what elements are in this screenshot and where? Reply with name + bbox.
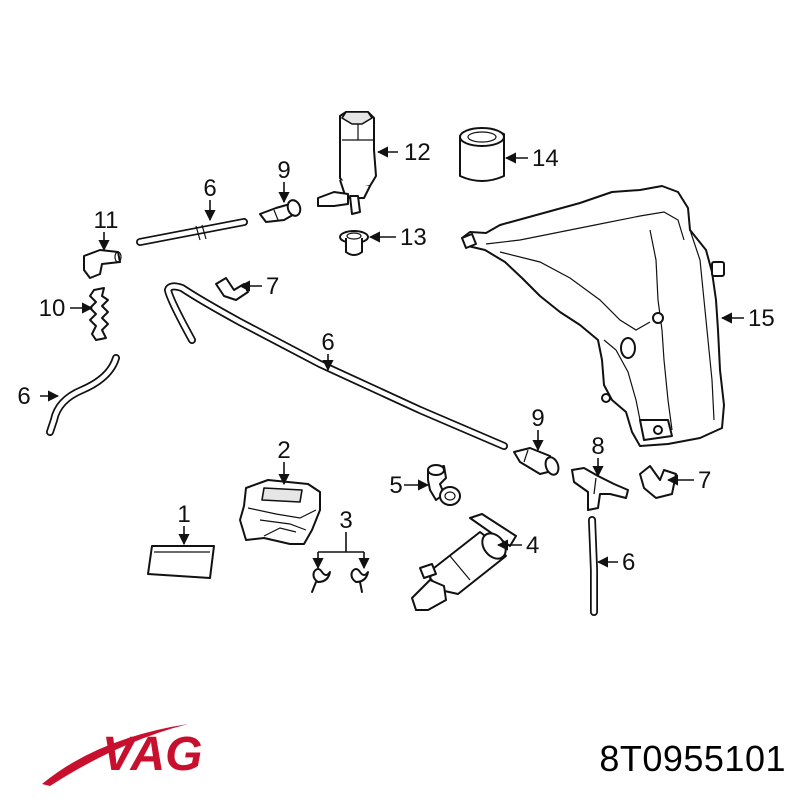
pump-sleeve-part-14 [459, 127, 505, 182]
callout-7-right: 7 [698, 467, 711, 494]
callout-6-top: 6 [203, 175, 216, 202]
callout-labels: 1 2 3 4 5 6 6 6 6 7 7 8 9 9 10 11 12 13 … [17, 139, 774, 576]
clip-part-7-right [639, 465, 677, 499]
hose-part-6-middle [164, 282, 508, 450]
callout-6-right: 6 [622, 549, 635, 576]
bracket-part-2 [239, 479, 321, 545]
callout-10: 10 [39, 295, 66, 322]
callout-9-top: 9 [277, 157, 290, 184]
t-connector-part-8 [571, 467, 629, 511]
springs-part-3 [311, 568, 369, 593]
hose-part-6-right [588, 516, 598, 616]
callout-5: 5 [389, 472, 402, 499]
logo-swoosh-icon [42, 724, 188, 786]
callout-11: 11 [94, 207, 119, 234]
callout-4: 4 [526, 532, 539, 559]
callout-6-left: 6 [17, 383, 30, 410]
logo-text: VAG [102, 728, 202, 781]
headlamp-washer-pump-part-4 [411, 513, 517, 611]
part-number: 8T0955101 [599, 738, 786, 779]
callout-12: 12 [404, 139, 431, 166]
leader-lines [40, 146, 744, 570]
washer-reservoir-part-15 [461, 185, 725, 447]
callout-9-lower: 9 [531, 405, 544, 432]
callout-3: 3 [339, 507, 352, 534]
elbow-connector-part-11 [83, 249, 122, 279]
grommet-part-13 [339, 230, 369, 256]
callout-13: 13 [400, 224, 427, 251]
corrugated-connector-part-10 [89, 287, 109, 341]
connector-part-9-top [259, 199, 302, 223]
callout-7-upper: 7 [266, 273, 279, 300]
connector-part-9-lower [513, 447, 560, 476]
hose-part-6-left [46, 354, 120, 436]
callout-1: 1 [177, 501, 190, 528]
callout-2: 2 [277, 437, 290, 464]
washer-pump-part-12 [317, 111, 377, 215]
hose-part-6-top [136, 218, 248, 246]
elbow-fitting-part-5 [427, 464, 461, 506]
callout-15: 15 [748, 305, 775, 332]
cover-part-1 [147, 545, 215, 579]
callout-14: 14 [532, 145, 559, 172]
clip-part-7-upper [215, 277, 249, 301]
callout-8: 8 [591, 433, 604, 460]
vag-logo: VAG [42, 724, 202, 786]
callout-6-middle: 6 [321, 329, 334, 356]
